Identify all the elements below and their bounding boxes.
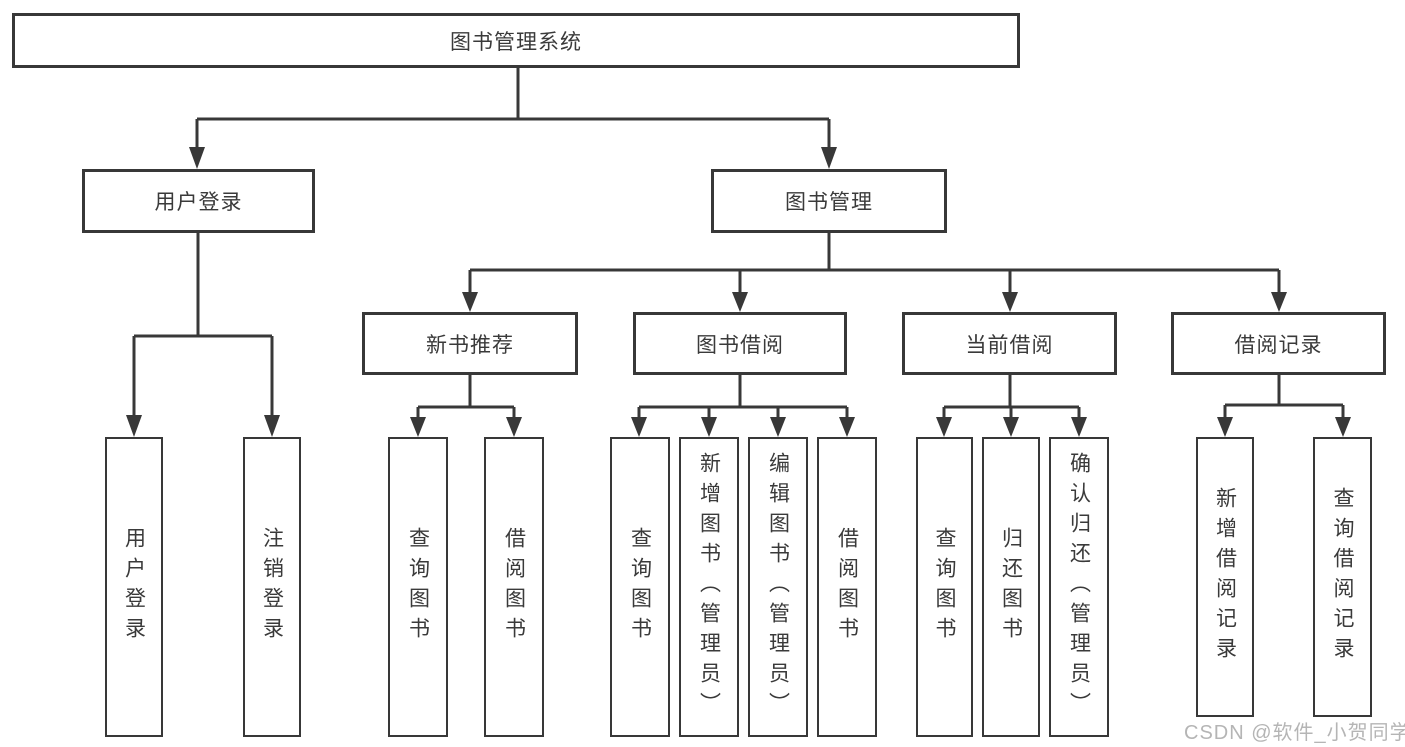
leaf-label: 查询图书 [628, 527, 652, 647]
node-borrow-records: 借阅记录 [1171, 312, 1386, 375]
leaf-add-borrow-record: 新增借阅记录 [1196, 437, 1254, 717]
leaf-label: 借阅图书 [502, 527, 526, 647]
leaf-user-login: 用户登录 [105, 437, 163, 737]
leaf-query-borrow-record: 查询借阅记录 [1313, 437, 1372, 717]
leaf-query-books-borrow: 查询图书 [610, 437, 670, 737]
node-user-login: 用户登录 [82, 169, 315, 233]
leaf-label: 查询图书 [406, 527, 430, 647]
leaf-label: 查询借阅记录 [1331, 487, 1354, 667]
leaf-label: 归还图书 [999, 527, 1023, 647]
leaf-query-books-recommend: 查询图书 [388, 437, 448, 737]
leaf-logout: 注销登录 [243, 437, 301, 737]
leaf-label: 查询图书 [933, 527, 956, 647]
leaf-label: 确认归还（管理员） [1067, 452, 1091, 722]
leaf-edit-book-admin: 编辑图书（管理员） [748, 437, 808, 737]
leaf-label: 注销登录 [260, 527, 284, 647]
node-new-book-recommend: 新书推荐 [362, 312, 578, 375]
leaf-add-book-admin: 新增图书（管理员） [679, 437, 739, 737]
leaf-confirm-return-admin: 确认归还（管理员） [1049, 437, 1109, 737]
node-current-borrow: 当前借阅 [902, 312, 1117, 375]
leaf-borrow-books: 借阅图书 [817, 437, 877, 737]
node-library-system: 图书管理系统 [12, 13, 1020, 68]
leaf-label: 新增图书（管理员） [697, 452, 721, 722]
leaf-label: 用户登录 [122, 527, 146, 647]
leaf-label: 编辑图书（管理员） [766, 452, 790, 722]
watermark: CSDN @软件_小贺同学 [1184, 722, 1405, 744]
leaf-borrow-books-recommend: 借阅图书 [484, 437, 544, 737]
leaf-label: 新增借阅记录 [1213, 487, 1237, 667]
leaf-label: 借阅图书 [835, 527, 859, 647]
node-book-management: 图书管理 [711, 169, 947, 233]
leaf-query-books-current: 查询图书 [916, 437, 973, 737]
node-book-borrow: 图书借阅 [633, 312, 847, 375]
leaf-return-book: 归还图书 [982, 437, 1040, 737]
